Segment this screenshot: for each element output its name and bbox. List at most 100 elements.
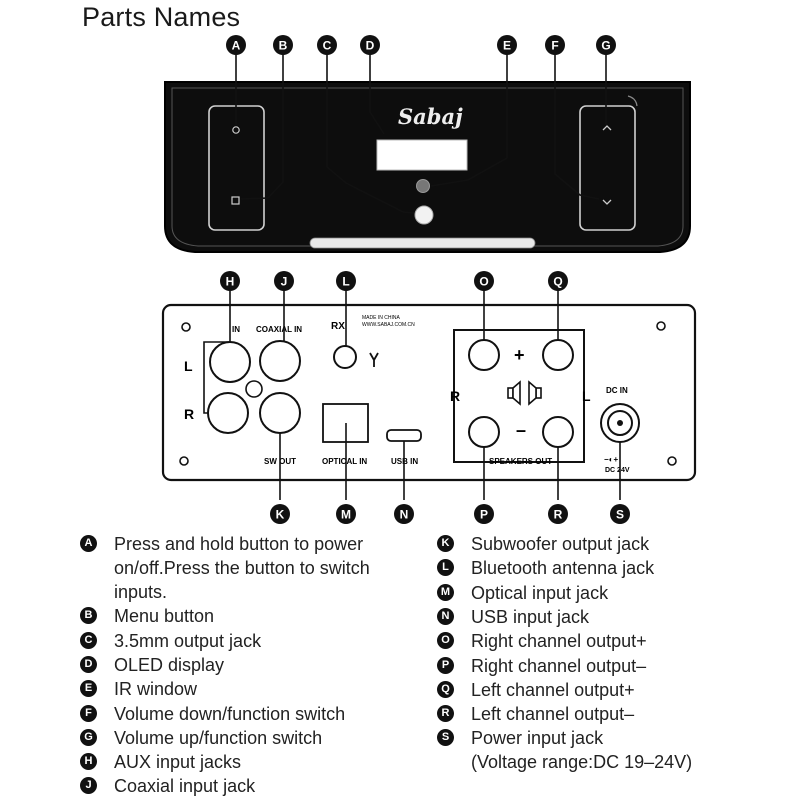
- svg-text:J: J: [281, 275, 288, 289]
- legend-badge-icon: R: [437, 705, 454, 723]
- aux-right-jack[interactable]: [207, 392, 249, 434]
- legend-badge-icon: M: [437, 583, 454, 601]
- legend-text: Volume up/function switch: [114, 727, 323, 748]
- callout-o: O: [474, 271, 494, 291]
- legend-text: Coaxial input jack: [114, 776, 256, 797]
- svg-text:L: L: [342, 275, 349, 289]
- screw-bottom-left: [179, 456, 189, 466]
- callout-d: D: [360, 35, 380, 55]
- speaker-terminal-box: [453, 329, 585, 463]
- usb-jack[interactable]: [386, 429, 422, 442]
- optical-in-label: OPTICAL IN: [322, 457, 367, 466]
- right-plus-terminal[interactable]: [468, 339, 500, 371]
- svg-text:F: F: [551, 39, 558, 53]
- aux-left-marker: L: [184, 358, 193, 374]
- corner-mark: [627, 95, 638, 107]
- coaxial-in-label: COAXIAL IN: [256, 325, 302, 334]
- legend-badge-icon: S: [437, 729, 454, 747]
- legend-badge-icon: E: [80, 680, 97, 698]
- callout-k: K: [270, 504, 290, 524]
- legend-badge-icon: F: [80, 704, 97, 722]
- front-leader-lines: [235, 54, 607, 214]
- callout-f: F: [545, 35, 565, 55]
- page-title: Parts Names: [82, 2, 241, 32]
- menu-button[interactable]: [231, 196, 240, 205]
- bluetooth-antenna-icon: [369, 352, 379, 367]
- legend-text: Optical input jack: [471, 582, 609, 603]
- legend-badge-icon: N: [437, 607, 454, 625]
- callout-j: J: [274, 271, 294, 291]
- dc-polarity-icon: −◐+: [604, 455, 619, 464]
- right-minus-terminal[interactable]: [468, 416, 500, 448]
- legend-text: Menu button: [114, 606, 215, 627]
- made-in-label: MADE IN CHINA: [362, 315, 400, 321]
- svg-text:H: H: [226, 275, 235, 289]
- callout-n: N: [394, 504, 414, 524]
- svg-text:K: K: [276, 508, 285, 522]
- callout-h: H: [220, 271, 240, 291]
- minus-label: –: [516, 420, 526, 440]
- speaker-left-marker: L: [582, 388, 591, 404]
- legend-badge-icon: P: [437, 656, 454, 674]
- antenna-jack[interactable]: [333, 345, 357, 369]
- legend-badge-icon: G: [80, 728, 97, 746]
- left-plus-terminal[interactable]: [542, 339, 574, 371]
- power-button[interactable]: [232, 126, 240, 134]
- callout-l: L: [336, 271, 356, 291]
- svg-text:N: N: [400, 508, 409, 522]
- svg-text:A: A: [232, 39, 241, 53]
- screw-top-right: [656, 321, 666, 331]
- legend-badge-icon: O: [437, 632, 454, 650]
- legend-text: Left channel output+: [471, 679, 635, 700]
- legend-text: Bluetooth antenna jack: [471, 558, 655, 579]
- legend-badge-icon: D: [80, 655, 97, 673]
- legend-text: IR window: [114, 679, 198, 700]
- legend-item-o: O Right channel output+: [437, 629, 787, 653]
- brand-logo: Sabaj: [398, 104, 463, 129]
- oled-display: [376, 139, 468, 171]
- legend-text: Right channel output–: [471, 655, 647, 676]
- legend-item-m: M Optical input jack: [437, 581, 787, 605]
- ir-window: [416, 179, 430, 193]
- dc-in-label: DC IN: [606, 386, 628, 395]
- svg-text:C: C: [323, 39, 332, 53]
- legend-badge-icon: Q: [437, 680, 454, 698]
- aux-left-jack[interactable]: [209, 341, 251, 383]
- subwoofer-jack[interactable]: [259, 392, 301, 434]
- dc-voltage-label: DC 24V: [605, 467, 630, 474]
- ground-post: [245, 380, 263, 398]
- speaker-icon: [507, 380, 542, 406]
- volume-up-button[interactable]: [602, 125, 612, 131]
- brand-mark: RX: [331, 321, 345, 332]
- svg-text:R: R: [554, 508, 563, 522]
- legend-badge-icon: A: [80, 535, 97, 552]
- legend-badge-icon: C: [80, 631, 97, 649]
- headphone-jack[interactable]: [414, 205, 434, 225]
- legend-text: Right channel output+: [471, 631, 647, 652]
- device-diagram: Sabaj IN COAXIAL IN L R SW OUT: [161, 35, 697, 524]
- screw-bottom-right: [667, 456, 677, 466]
- callout-s: S: [610, 504, 630, 524]
- callout-q: Q: [548, 271, 568, 291]
- callout-b: B: [273, 35, 293, 55]
- left-minus-terminal[interactable]: [542, 416, 574, 448]
- coaxial-jack[interactable]: [259, 340, 301, 382]
- front-light-bar: [309, 237, 536, 249]
- callout-p: P: [474, 504, 494, 524]
- svg-text:O: O: [479, 275, 488, 289]
- right-button-panel: [579, 105, 636, 231]
- callout-r: R: [548, 504, 568, 524]
- volume-down-button[interactable]: [602, 199, 612, 205]
- dc-jack-pin: [617, 420, 623, 426]
- legend-text: Subwoofer output jack: [471, 534, 650, 554]
- legend-badge-icon: H: [80, 753, 97, 771]
- legend-item-p: P Right channel output–: [437, 654, 787, 678]
